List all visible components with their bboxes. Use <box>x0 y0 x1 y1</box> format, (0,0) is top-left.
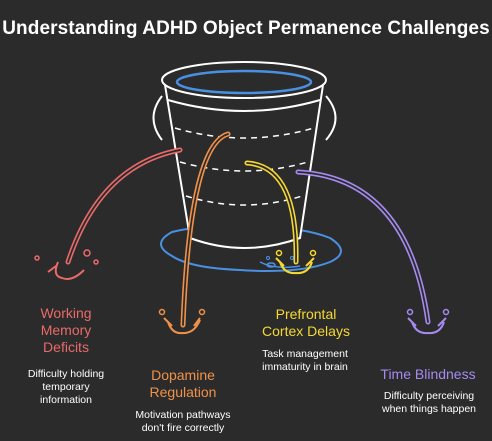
leak-stream-prefrontal <box>244 160 317 275</box>
bucket-band <box>185 195 303 206</box>
leak-stream-dopamine <box>158 131 231 335</box>
label-line: Dopamine <box>151 367 215 383</box>
water-droplet <box>266 256 270 260</box>
label-dopamine: Dopamine Regulation <box>130 367 236 401</box>
bucket-body <box>164 84 324 249</box>
water-droplet <box>266 262 276 268</box>
desc-line: Motivation pathways <box>135 409 231 421</box>
label-line: Prefrontal <box>275 306 337 322</box>
diagram-title: Understanding ADHD Object Permanence Cha… <box>2 18 490 39</box>
leaky-bucket <box>152 61 337 249</box>
water-ripple <box>259 261 301 269</box>
bucket-water-surface <box>175 69 313 95</box>
desc-line: Difficulty holding <box>27 368 105 380</box>
label-line: Regulation <box>149 384 217 400</box>
bucket-handle <box>152 95 163 141</box>
desc-line: don't fire correctly <box>141 422 225 434</box>
label-line: Working <box>40 305 92 321</box>
label-time-blindness: Time Blindness <box>370 366 486 383</box>
label-line: Time Blindness <box>380 366 476 382</box>
desc-line: Task management <box>262 348 348 360</box>
desc-prefrontal: Task management immaturity in brain <box>246 348 364 374</box>
desc-line: temporary <box>42 381 90 393</box>
desc-dopamine: Motivation pathways don't fire correctly <box>126 409 240 435</box>
desc-line: when things happen <box>382 403 476 415</box>
bucket-band <box>167 99 321 112</box>
label-working-memory: Working Memory Deficits <box>12 305 120 356</box>
bucket-band <box>174 127 315 139</box>
desc-working-memory: Difficulty holding temporary information <box>8 368 124 407</box>
bucket-band <box>179 161 309 172</box>
label-prefrontal: Prefrontal Cortex Delays <box>248 306 364 340</box>
leak-stream-working-memory <box>34 147 183 280</box>
label-line: Cortex Delays <box>262 323 350 339</box>
label-line: Memory <box>40 322 92 338</box>
desc-line: information <box>40 394 92 406</box>
leak-stream-time-blindness <box>295 169 450 335</box>
water-droplet <box>290 256 294 260</box>
label-line: Deficits <box>43 339 89 355</box>
desc-line: Difficulty perceiving <box>383 390 475 402</box>
desc-time-blindness: Difficulty perceiving when things happen <box>370 390 488 416</box>
bucket-handle <box>325 95 337 141</box>
bucket-rim <box>161 61 327 99</box>
desc-line: immaturity in brain <box>262 361 348 373</box>
